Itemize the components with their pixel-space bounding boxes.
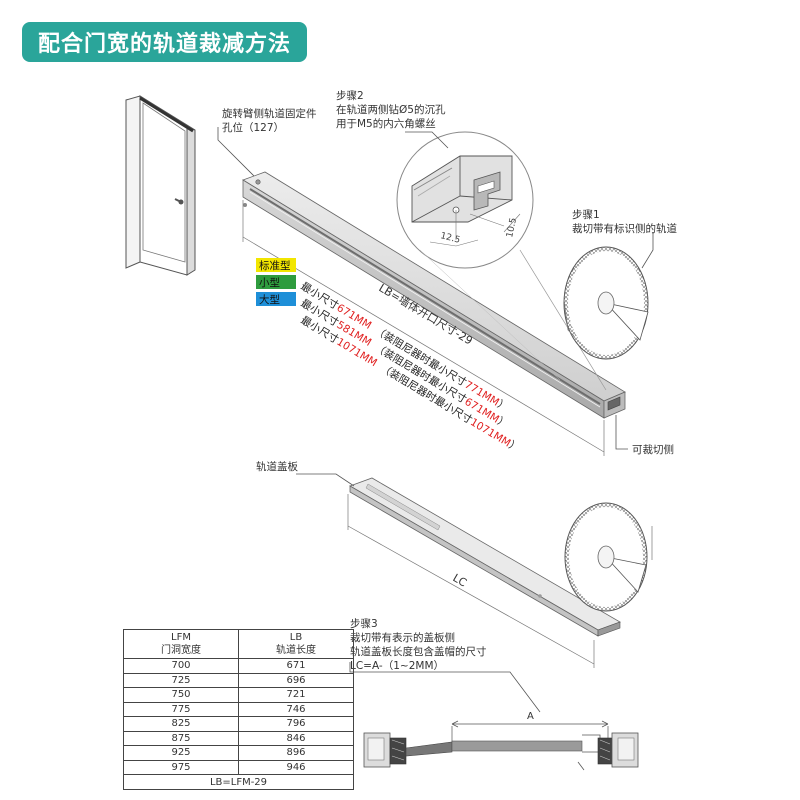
table-header-row: LFM 门洞宽度 LB 轨道长度 [123,629,354,659]
header-lb: LB 轨道长度 [238,629,354,659]
cell-lfm: 975 [123,759,239,775]
saw-blade-top [563,246,649,360]
fixing-hole-line2: 孔位（127） [222,122,285,134]
rail-assembly [363,732,639,771]
cell-lfm: 925 [123,745,239,761]
step3-title: 步骤3 [350,618,378,630]
step3-line3: LC=A-（1~2MM） [350,660,444,672]
header-lfm-line2: 门洞宽度 [161,645,201,656]
cell-lb: 746 [238,701,354,717]
step2-note: 步骤2 在轨道两侧钻Ø5的沉孔 用于M5的内六角螺丝 [336,89,445,131]
cell-lfm: 750 [123,687,239,703]
lb-dimension [242,200,605,456]
cell-lfm: 700 [123,658,239,674]
cell-lb: 696 [238,672,354,688]
header-lfm-line1: LFM [171,632,191,643]
table-footer: LB=LFM-29 [123,774,354,790]
dim-12-5: 12.5 [439,231,461,246]
cut-side-note: 可裁切侧 [632,443,674,457]
header-lb-line2: 轨道长度 [276,645,316,656]
main-rail [242,171,626,419]
fixing-hole-note: 旋转臂侧轨道固定件 孔位（127） [222,107,317,135]
fixing-hole-line1: 旋转臂侧轨道固定件 [222,108,317,120]
cover-plate [349,477,621,637]
step2-line1: 在轨道两侧钻Ø5的沉孔 [336,104,446,116]
door-illustration [125,95,196,276]
cell-lfm: 825 [123,716,239,732]
step1-note: 步骤1 裁切带有标识侧的轨道 [572,208,677,236]
page-title: 配合门宽的轨道裁减方法 [38,32,292,57]
a-label: A [527,711,534,722]
cell-lfm: 775 [123,701,239,717]
saw-blade-bottom [564,502,648,612]
lc-dimension [347,494,595,668]
step1-line1: 裁切带有标识侧的轨道 [572,223,677,235]
step2-line2: 用于M5的内六角螺丝 [336,118,436,130]
fixing-hole-icon [255,179,261,185]
cut-side-label: 可裁切侧 [632,444,674,456]
step2-title: 步骤2 [336,90,364,102]
cover-plate-note: 轨道盖板 [256,460,298,474]
a-dimension [451,720,609,744]
header-lfm: LFM 门洞宽度 [123,629,239,659]
step3-note: 步骤3 裁切带有表示的盖板侧 轨道盖板长度包含盖帽的尺寸 LC=A-（1~2MM… [350,617,487,673]
cell-lb: 846 [238,730,354,746]
header-lb-line1: LB [289,632,303,643]
dim-10-5: 10.5 [505,217,519,239]
lc-label: LC [451,571,470,589]
step3-line2: 轨道盖板长度包含盖帽的尺寸 [350,646,487,658]
step3-line1: 裁切带有表示的盖板侧 [350,632,455,644]
cell-lb: 721 [238,687,354,703]
cell-lfm: 725 [123,672,239,688]
header-bar: 配合门宽的轨道裁减方法 [22,22,308,62]
cell-lfm: 875 [123,730,239,746]
cell-lb: 946 [238,759,354,775]
table-footer-row: LB=LFM-29 [123,774,354,790]
cell-lb: 796 [238,716,354,732]
step1-title: 步骤1 [572,209,600,221]
cover-plate-label: 轨道盖板 [256,461,298,473]
cell-lb: 671 [238,658,354,674]
detail-circle [396,131,534,269]
cell-lb: 896 [238,745,354,761]
